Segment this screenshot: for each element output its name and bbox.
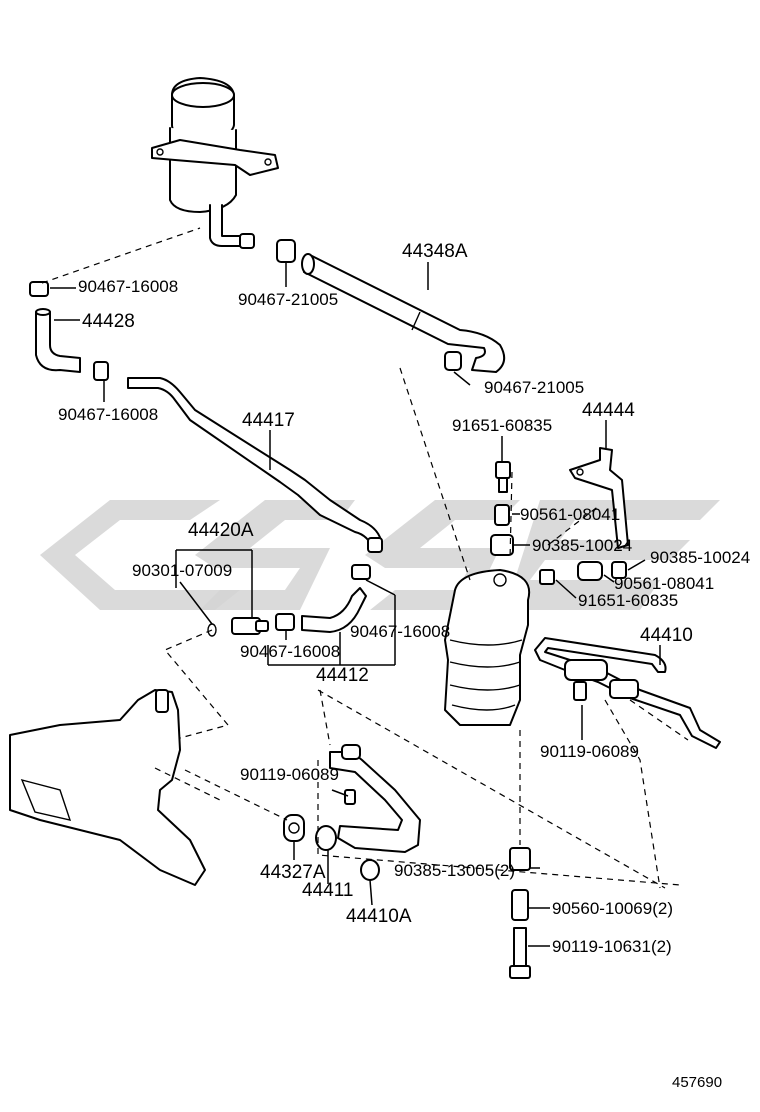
label-90385-10024-b: 90385-10024 (650, 548, 750, 567)
label-90301-07009: 90301-07009 (132, 561, 232, 580)
bolt-stack-right (539, 561, 627, 585)
label-44420a: 44420A (188, 520, 254, 541)
pump-bracket (569, 447, 629, 549)
union-assembly (207, 617, 269, 637)
label-90467-16008-b: 90467-16008 (58, 405, 158, 424)
label-90467-16008-a: 90467-16008 (78, 277, 178, 296)
return-tube (127, 377, 383, 553)
label-90467-21005-b: 90467-21005 (484, 378, 584, 397)
reservoir (151, 77, 279, 249)
label-91651-60835-a: 91651-60835 (452, 416, 552, 435)
label-90467-16008-c: 90467-16008 (350, 622, 450, 641)
hose-44428 (29, 281, 109, 381)
pressure-hose (315, 744, 421, 881)
power-steering-pump (444, 569, 531, 726)
part-labels: 90467-16008 44428 90467-16008 90467-2100… (58, 241, 750, 1091)
guide-lines (41, 227, 689, 889)
label-44444: 44444 (582, 400, 635, 421)
label-90561-08041-b: 90561-08041 (614, 574, 714, 593)
suction-hose (276, 239, 506, 373)
gasket (283, 814, 305, 842)
label-90467-16008-d: 90467-16008 (240, 642, 340, 661)
diagram-number: 457690 (672, 1074, 722, 1091)
bolt-stack-upper (490, 461, 514, 556)
label-44417: 44417 (242, 410, 295, 431)
label-44410a: 44410A (346, 906, 412, 927)
label-90385-13005: 90385-13005(2) (394, 861, 515, 880)
label-44327a: 44327A (260, 862, 326, 883)
label-90119-06089-b: 90119-06089 (240, 765, 339, 784)
return-hose (275, 564, 371, 633)
steering-gear (9, 689, 206, 886)
label-90119-10631: 90119-10631(2) (552, 937, 672, 956)
label-90385-10024-a: 90385-10024 (532, 536, 632, 555)
label-90119-06089-a: 90119-06089 (540, 742, 639, 761)
label-90561-08041-a: 90561-08041 (520, 505, 620, 524)
label-90560-10069: 90560-10069(2) (552, 899, 673, 918)
label-44428: 44428 (82, 311, 135, 332)
label-44412: 44412 (316, 665, 369, 686)
label-91651-60835-b: 91651-60835 (578, 591, 678, 610)
bolt-stack-lower (509, 847, 531, 979)
leader-lines (50, 262, 661, 947)
label-44410: 44410 (640, 625, 693, 646)
label-44411: 44411 (302, 880, 353, 901)
pressure-feed-tube (534, 637, 721, 749)
label-44348a: 44348A (402, 241, 468, 262)
label-90467-21005-a: 90467-21005 (238, 290, 338, 309)
